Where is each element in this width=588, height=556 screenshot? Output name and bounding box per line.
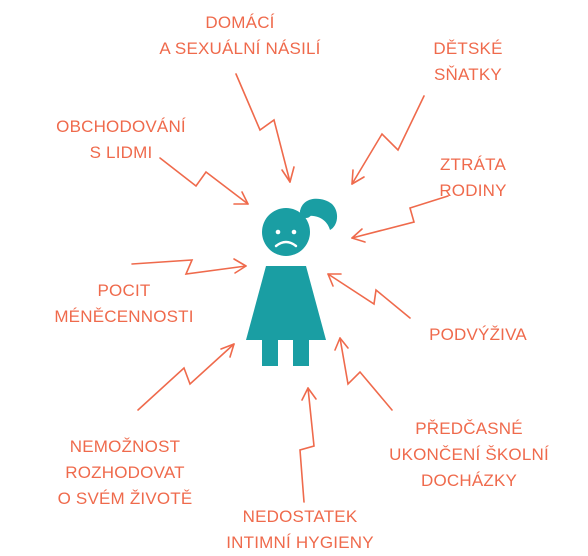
arrow-domestic-violence [235, 73, 295, 183]
label-no-decision: NEMOŽNOST ROZHODOVAT O SVÉM ŽIVOTĚ [57, 437, 193, 508]
arrow-loss-of-family [351, 195, 449, 243]
arrow-malnutrition [327, 273, 411, 319]
label-child-marriage: DĚTSKÉ SŇATKY [433, 39, 503, 84]
label-domestic-violence: DOMÁCÍ A SEXUÁLNÍ NÁSILÍ [159, 13, 321, 58]
arrow-inferiority [131, 258, 247, 275]
label-trafficking: OBCHODOVÁNÍ S LIDMI [56, 117, 186, 162]
label-school-dropout: PŘEDČASNÉ UKONČENÍ ŠKOLNÍ DOCHÁZKY [389, 419, 549, 490]
label-inferiority: POCIT MÉNĚCENNOSTI [54, 281, 194, 326]
label-loss-of-family: ZTRÁTA RODINY [439, 155, 507, 200]
arrow-hygiene [299, 387, 317, 503]
label-hygiene: NEDOSTATEK INTIMNÍ HYGIENY [226, 507, 374, 552]
arrow-school-dropout [334, 337, 393, 411]
arrow-child-marriage [351, 95, 425, 185]
arrow-trafficking [159, 157, 249, 205]
label-malnutrition: PODVÝŽIVA [429, 325, 527, 344]
arrow-no-decision [137, 343, 235, 411]
sad-girl-icon [246, 198, 338, 366]
